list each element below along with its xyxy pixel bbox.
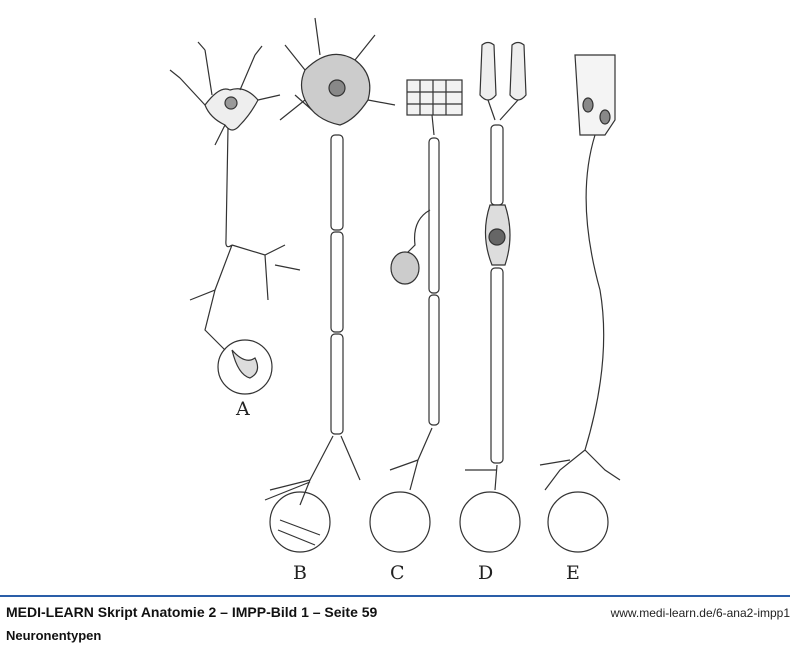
label-c: C <box>390 562 405 584</box>
footer-divider <box>0 595 790 597</box>
footer-title: MEDI-LEARN Skript Anatomie 2 – IMPP-Bild… <box>6 604 378 620</box>
label-d: D <box>478 562 494 584</box>
neuron-c <box>369 79 463 553</box>
neuron-types-illustration <box>169 17 621 553</box>
neuron-e <box>539 54 621 553</box>
neuron-d <box>459 41 527 553</box>
footer-url[interactable]: www.medi-learn.de/6-ana2-impp1 <box>610 606 790 620</box>
label-a: A <box>236 398 250 420</box>
label-b: B <box>293 562 307 584</box>
label-e: E <box>566 562 580 584</box>
neuron-a <box>169 41 301 395</box>
figure-caption: Neuronentypen <box>6 628 102 643</box>
neuron-b <box>264 17 396 553</box>
